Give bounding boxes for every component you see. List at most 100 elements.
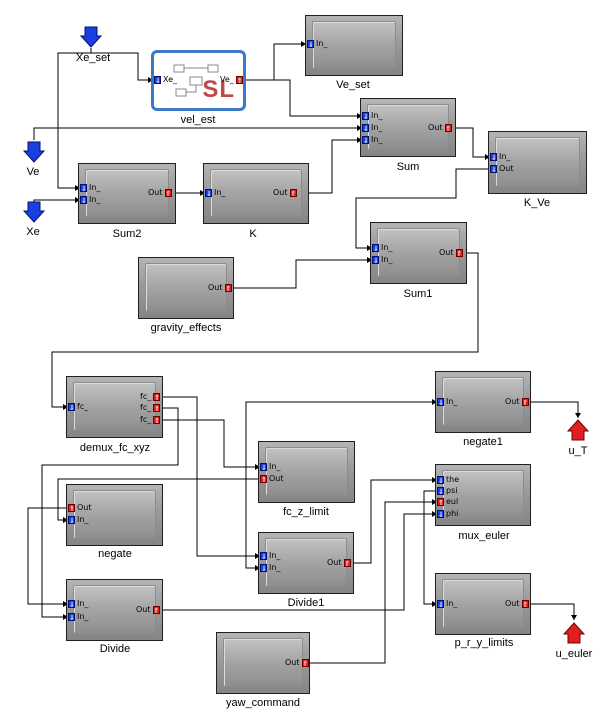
block-label-mux-euler: mux_euler — [458, 530, 510, 542]
fc-z-limit-in-port[interactable]: ⇓In_ — [260, 462, 281, 472]
sum2-out-port[interactable]: Out⇑ — [148, 188, 172, 198]
block-label-k: K — [249, 228, 257, 240]
sum2-in-port-1[interactable]: ⇓In_ — [80, 183, 101, 193]
divide1-in-port-1[interactable]: ⇓In_ — [260, 551, 281, 561]
block-sum2[interactable] — [78, 163, 176, 224]
divide-out-port[interactable]: Out⇑ — [136, 605, 160, 615]
demux-in-port[interactable]: ⇓fc_ — [68, 402, 89, 412]
output-label-u-euler: u_euler — [555, 648, 593, 660]
block-p-r-y-limits[interactable] — [435, 573, 531, 635]
demux-out-port-2[interactable]: fc_⇑ — [140, 403, 161, 413]
negate1-in-port[interactable]: ⇓In_ — [437, 397, 458, 407]
sum-in-port-1[interactable]: ⇓In_ — [362, 111, 383, 121]
arrow-out-icon: ⇑ — [437, 498, 444, 507]
wire-negate-divide — [27, 507, 68, 605]
divide1-out-port[interactable]: Out⇑ — [327, 558, 351, 568]
input-port-ve-icon[interactable] — [22, 141, 46, 163]
wire-divide-mux — [162, 513, 437, 611]
block-negate[interactable] — [66, 484, 163, 546]
block-gravity-effects[interactable] — [138, 257, 234, 319]
sum1-in-port-1[interactable]: ⇓In_ — [372, 243, 393, 253]
fc-z-limit-out-port[interactable]: ⇑Out — [260, 474, 284, 484]
block-k[interactable] — [203, 163, 309, 224]
ve-set-in-port[interactable]: ⇓In_ — [307, 39, 328, 49]
mux-euler-in-port-1[interactable]: ⇓the — [437, 475, 460, 485]
sl-logo: SL — [202, 76, 235, 103]
arrow-in-icon: ⇓ — [68, 516, 75, 525]
negate-in-port[interactable]: ⇓In_ — [68, 515, 89, 525]
p-r-y-limits-in-port[interactable]: ⇓In_ — [437, 599, 458, 609]
arrow-out-icon: ⇑ — [455, 249, 463, 258]
block-label-ve-set: Ve_set — [336, 79, 370, 91]
block-label-negate1: negate1 — [463, 436, 503, 448]
block-divide1[interactable] — [258, 532, 354, 594]
demux-out-port-3[interactable]: fc_⇑ — [140, 415, 161, 425]
yaw-command-out-port[interactable]: Out⇑ — [285, 658, 309, 668]
block-label-vel-est: vel_est — [180, 114, 216, 126]
block-k-ve[interactable] — [488, 131, 587, 194]
arrow-in-icon: ⇓ — [362, 112, 369, 121]
block-yaw-command[interactable] — [216, 632, 310, 694]
k-ve-in-port[interactable]: ⇓In_ — [490, 152, 511, 162]
block-label-gravity-effects: gravity_effects — [150, 322, 222, 334]
block-ve-set[interactable] — [305, 15, 403, 76]
k-out-port[interactable]: Out⇑ — [273, 188, 297, 198]
vel-est-out-port[interactable]: Ve_⇑ — [220, 75, 243, 85]
arrow-out-icon: ⇑ — [68, 504, 75, 513]
sum2-in-port-2[interactable]: ⇓In_ — [80, 195, 101, 205]
input-port-xe-icon[interactable] — [22, 201, 46, 223]
sum-out-port[interactable]: Out⇑ — [428, 123, 452, 133]
arrow-in-icon: ⇓ — [372, 244, 379, 253]
arrow-in-icon: ⇓ — [437, 487, 444, 496]
input-port-xe-set-icon[interactable] — [79, 26, 103, 48]
divide-in-port-1[interactable]: ⇓In_ — [68, 599, 89, 609]
block-fc-z-limit[interactable] — [258, 441, 355, 503]
output-port-u-euler-icon[interactable] — [562, 622, 586, 644]
arrow-out-icon: ⇑ — [343, 559, 351, 568]
block-label-yaw-command: yaw_command — [226, 697, 300, 709]
negate-out-port[interactable]: ⇑Out — [68, 503, 92, 513]
arrow-out-icon: ⇑ — [224, 284, 232, 293]
wire-vel-est-ve-set — [246, 43, 306, 81]
gravity-effects-out-port[interactable]: Out⇑ — [208, 283, 232, 293]
block-mux-euler[interactable] — [435, 464, 531, 526]
block-negate1[interactable] — [435, 371, 531, 433]
mux-euler-in-port-2[interactable]: ⇓psi — [437, 486, 458, 496]
wire-k-sum — [308, 139, 362, 194]
p-r-y-limits-out-port[interactable]: Out⇑ — [505, 599, 529, 609]
arrow-out-icon: ⇑ — [152, 606, 160, 615]
mux-euler-out-port[interactable]: ⇑eul — [437, 497, 459, 507]
block-label-sum1: Sum1 — [403, 288, 433, 300]
k-ve-out-port[interactable]: ⇓Out — [490, 164, 514, 174]
arrow-out-icon: ⇑ — [153, 393, 161, 402]
arrow-in-icon: ⇓ — [362, 136, 369, 145]
wire-ve-sum — [33, 127, 362, 140]
arrow-in-icon: ⇓ — [437, 398, 444, 407]
k-in-port[interactable]: ⇓In_ — [205, 188, 226, 198]
block-sum1[interactable] — [370, 222, 467, 284]
block-divide[interactable] — [66, 579, 163, 641]
block-demux-fc-xyz[interactable] — [66, 376, 163, 438]
sum-in-port-2[interactable]: ⇓In_ — [362, 123, 383, 133]
demux-out-port-1[interactable]: fc_⇑ — [140, 392, 161, 402]
arrow-in-icon: ⇓ — [437, 476, 444, 485]
block-label-negate: negate — [98, 548, 132, 560]
block-vel-est[interactable]: SL — [151, 50, 246, 111]
mux-euler-in-port-3[interactable]: ⇓phi — [437, 509, 459, 519]
arrow-out-icon: ⇑ — [153, 404, 161, 413]
vel-est-in-port[interactable]: ⇓Xe_ — [154, 75, 178, 85]
sum1-out-port[interactable]: Out⇑ — [439, 248, 463, 258]
output-port-u-t-icon[interactable] — [566, 419, 590, 441]
negate1-out-port[interactable]: Out⇑ — [505, 397, 529, 407]
divide-in-port-2[interactable]: ⇓In_ — [68, 612, 89, 622]
sum-in-port-3[interactable]: ⇓In_ — [362, 135, 383, 145]
block-sum[interactable] — [360, 98, 456, 157]
arrow-out-icon: ⇑ — [444, 124, 452, 133]
divide1-in-port-2[interactable]: ⇓In_ — [260, 563, 281, 573]
arrow-in-icon: ⇓ — [437, 600, 444, 609]
block-label-sum2: Sum2 — [112, 228, 142, 240]
arrow-in-icon: ⇓ — [154, 76, 161, 85]
wire-mux-pry — [423, 490, 437, 605]
block-label-sum: Sum — [396, 161, 420, 173]
sum1-in-port-2[interactable]: ⇓In_ — [372, 255, 393, 265]
